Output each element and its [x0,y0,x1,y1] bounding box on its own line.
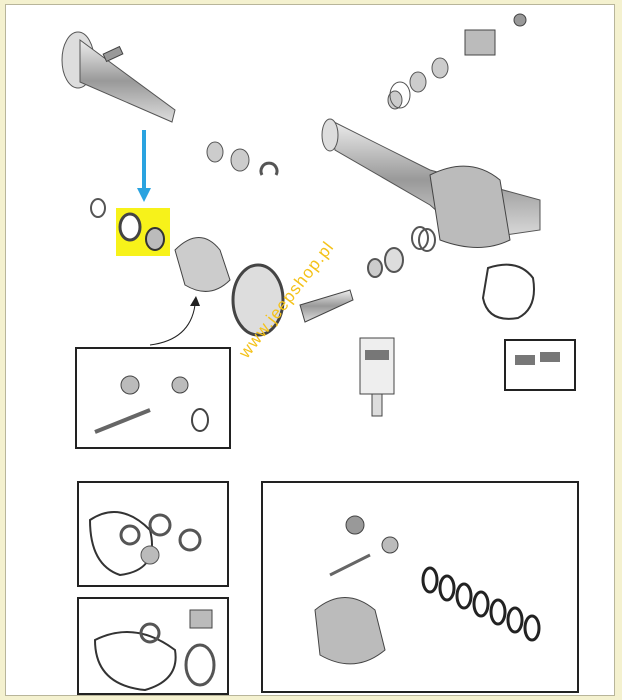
pinion-gear[interactable] [299,289,354,323]
inset-limited-slip-diff[interactable] [261,481,579,693]
inset-bearing-kit[interactable] [77,597,229,695]
pinion-yoke[interactable] [464,13,527,56]
inset-spider-gears[interactable] [75,347,231,449]
pinion-bearings[interactable] [206,141,279,176]
axle-housing[interactable] [321,118,541,248]
cover-gasket[interactable] [481,263,535,320]
callout-arrow [149,304,196,346]
bearing-row-top[interactable] [387,57,449,110]
highlighted-bearing[interactable] [116,208,170,256]
axle-shaft[interactable] [61,31,176,123]
shims-right[interactable] [367,226,436,278]
spring-washer[interactable] [90,198,106,218]
ring-gear[interactable] [231,263,285,337]
inset-bolts[interactable] [504,339,576,391]
inset-gasket-seal-kit[interactable] [77,481,229,587]
blue-arrow-indicator [137,130,151,202]
differential-case[interactable] [174,237,231,292]
sealant-tube[interactable] [359,337,395,417]
